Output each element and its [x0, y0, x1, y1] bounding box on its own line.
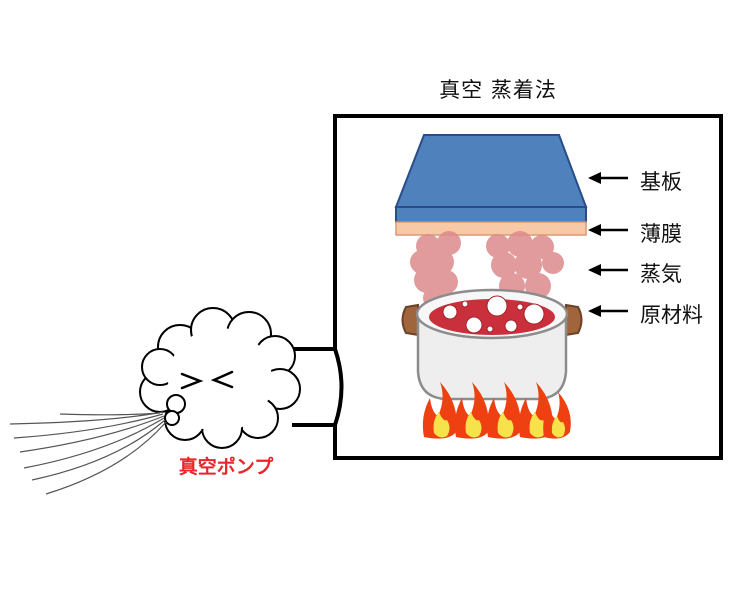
liquid-bubbles: [442, 295, 545, 334]
vacuum-pump-label: 真空ポンプ: [178, 456, 274, 478]
pump-pipe: [292, 347, 344, 427]
substrate-base: [395, 206, 587, 223]
label-arrows: [588, 172, 628, 317]
raw-material-liquid: [429, 299, 555, 335]
pot-handle-right: [565, 303, 583, 337]
wind-lines: [9, 411, 167, 495]
thin-film: [395, 221, 587, 236]
thin-film-label: 薄膜: [640, 222, 682, 246]
substrate: [394, 134, 588, 208]
diagram-title: 真空 蒸着法: [439, 78, 557, 102]
raw-material-label: 原材料: [640, 303, 703, 327]
vapor-cloud-left: [410, 231, 461, 309]
substrate-label: 基板: [640, 170, 682, 194]
burner-flames: [422, 382, 571, 439]
vapor-label: 蒸気: [640, 262, 682, 286]
pump-character: [139, 307, 301, 449]
pot-handle-left: [401, 303, 419, 337]
